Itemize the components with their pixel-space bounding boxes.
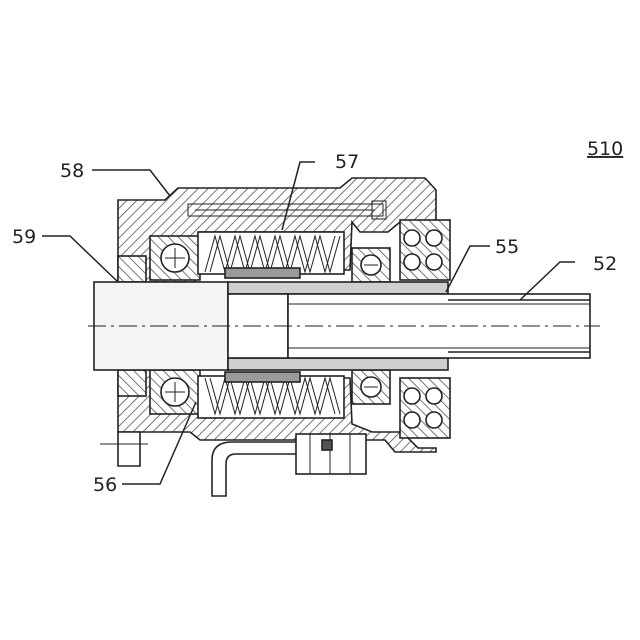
bearing-right-lower <box>352 370 390 404</box>
mounting-foot <box>118 432 140 466</box>
bearing-left-upper <box>150 236 200 280</box>
spring-pack-upper <box>198 232 344 278</box>
label-bearing-seat: 56 <box>93 474 117 496</box>
seal-assembly-lower <box>400 378 450 438</box>
bearing-left-lower <box>150 370 200 414</box>
bearing-right-upper <box>352 248 390 282</box>
label-sleeve: 55 <box>495 236 519 258</box>
seal-assembly-upper <box>400 220 450 280</box>
label-housing: 58 <box>60 160 84 182</box>
label-spring-assembly: 57 <box>335 151 359 173</box>
figure-number: 510 <box>587 138 623 160</box>
spring-pack-lower <box>198 372 344 418</box>
label-input-shaft: 59 <box>12 226 36 248</box>
label-output-shaft: 52 <box>593 253 617 275</box>
cable-connector <box>212 434 366 496</box>
